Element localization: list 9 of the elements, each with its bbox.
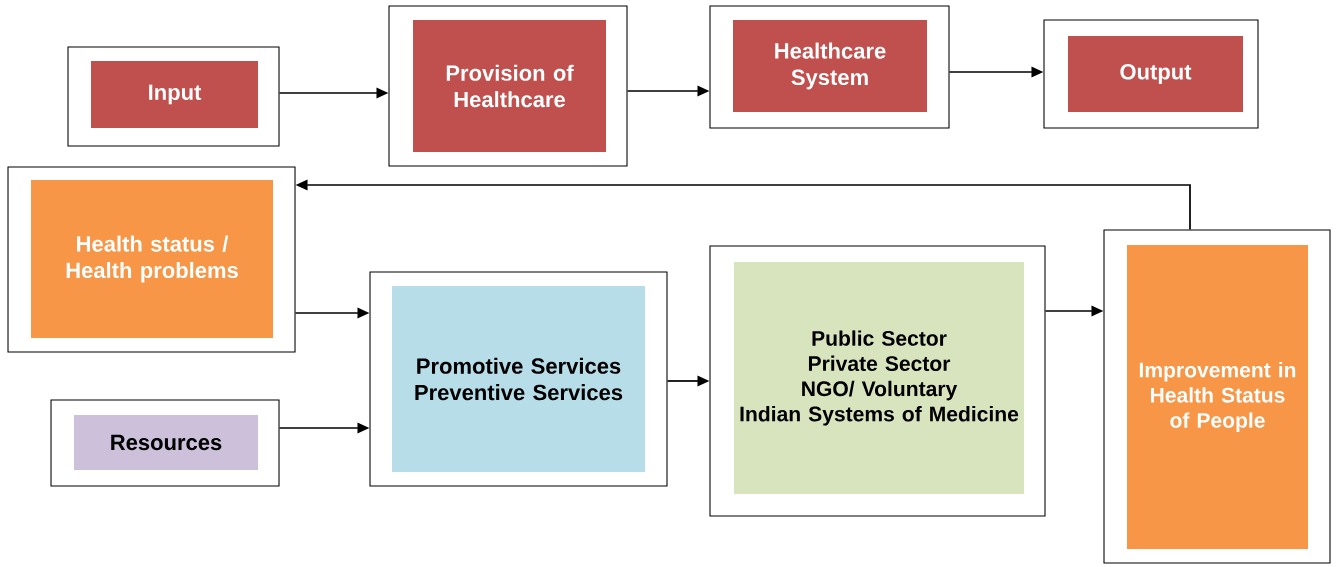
process-box: Improvement in Health Status of People bbox=[1103, 229, 1331, 564]
process-box: Provision of Healthcare bbox=[388, 5, 628, 167]
process-box: Healthcare System bbox=[709, 5, 950, 129]
process-box: Promotive Services Preventive Services bbox=[369, 271, 668, 487]
process-box: Output bbox=[1043, 19, 1259, 129]
process-box: Resources bbox=[50, 399, 280, 487]
process-box: Input bbox=[67, 46, 280, 147]
process-box: Public Sector Private Sector NGO/ Voluntary Indian Systems of Medicine bbox=[709, 245, 1046, 517]
process-box: Health status / Health problems bbox=[7, 166, 296, 353]
